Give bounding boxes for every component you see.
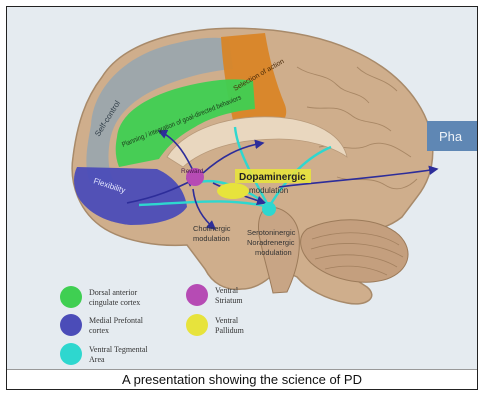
slide-photo: Self-control Planning / integration of g…: [7, 7, 477, 369]
legend-swatch-dacc: [60, 286, 82, 308]
dopaminergic-sublabel: modulation: [249, 186, 288, 195]
legend-label-dacc-1: Dorsal anterior: [89, 288, 138, 297]
dopaminergic-label: Dopaminergic: [239, 172, 306, 183]
ventral-pallidum-node: [217, 183, 249, 199]
pha-label: Pha: [439, 129, 463, 144]
noradrenergic-sublabel: modulation: [255, 248, 292, 257]
legend-swatch-vs: [186, 284, 208, 306]
serotoninergic-label: Serotoninergic: [247, 228, 296, 237]
legend-label-vta-2: Area: [89, 355, 105, 364]
legend-swatch-vp: [186, 314, 208, 336]
legend-swatch-mpfc: [60, 314, 82, 336]
legend-label-vp-1: Ventral: [215, 316, 239, 325]
cholinergic-label: Cholinergic: [193, 224, 231, 233]
legend-label-vs-2: Striatum: [215, 296, 243, 305]
photo-frame: Self-control Planning / integration of g…: [6, 6, 478, 390]
legend-label-vta-1: Ventral Tegmental: [89, 345, 148, 354]
cholinergic-sublabel: modulation: [193, 234, 230, 243]
reward-label: Reward: [181, 168, 204, 175]
legend-label-dacc-2: cingulate cortex: [89, 298, 140, 307]
photo-caption: A presentation showing the science of PD: [7, 369, 477, 390]
legend-swatch-vta: [60, 343, 82, 365]
noradrenergic-label: Noradrenergic: [247, 238, 295, 247]
legend-label-mpfc-1: Medial Prefontal: [89, 316, 144, 325]
legend-label-vp-2: Pallidum: [215, 326, 245, 335]
vta-node: [262, 202, 276, 216]
legend-label-vs-1: Ventral: [215, 286, 239, 295]
legend-label-mpfc-2: cortex: [89, 326, 109, 335]
